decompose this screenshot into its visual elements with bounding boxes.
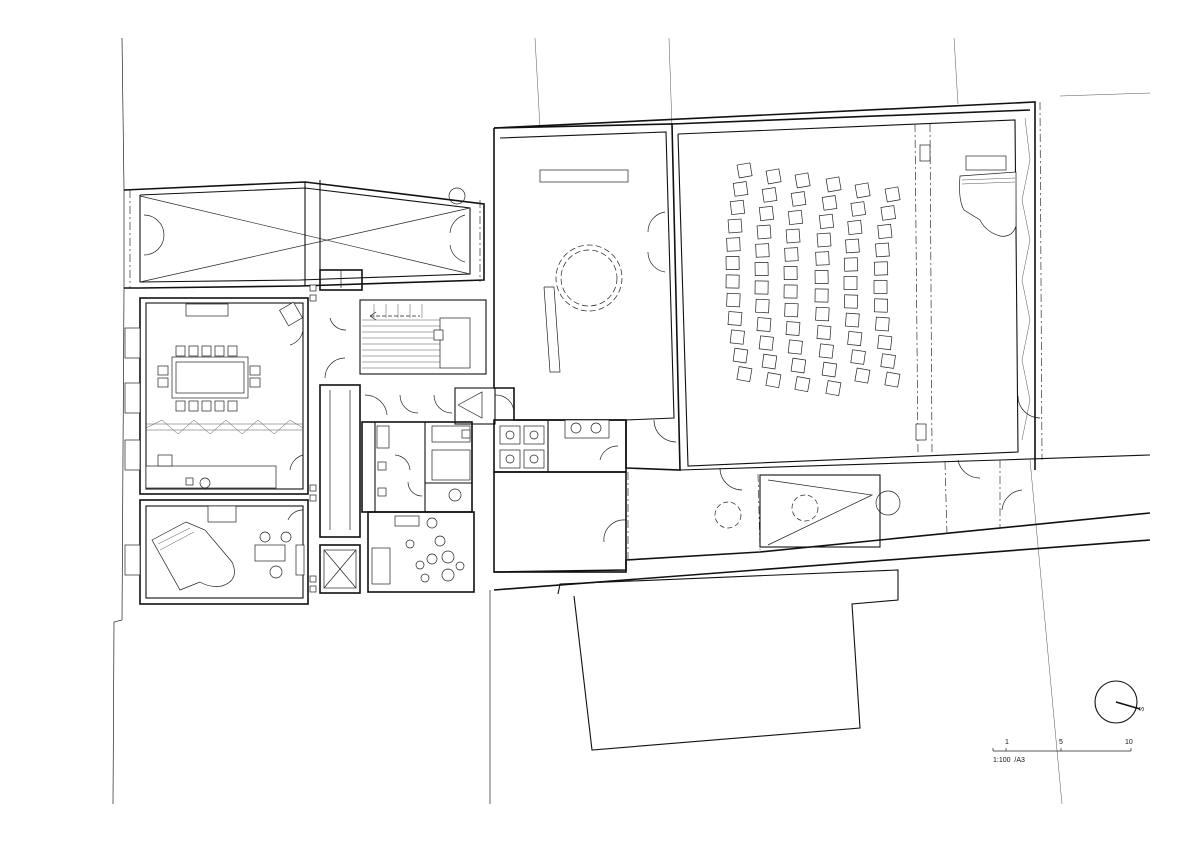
audience-seat: [818, 343, 834, 359]
audience-seat: [814, 270, 829, 284]
foyer: [493, 123, 681, 471]
audience-seat: [877, 335, 893, 351]
lower-service-rooms: [493, 419, 627, 573]
audience-seat: [761, 353, 778, 370]
audience-seat: [847, 219, 863, 235]
audience-seat: [758, 335, 774, 351]
audience-seat: [758, 205, 775, 222]
audience-seat: [790, 357, 807, 374]
audience-seat: [843, 294, 859, 309]
audience-seat: [873, 261, 889, 276]
audience-seating: [725, 162, 901, 397]
scale-caption: 1:100 /A3: [993, 757, 1025, 764]
audience-seat: [783, 284, 798, 299]
audience-seat: [815, 306, 830, 322]
audience-seat: [873, 280, 888, 294]
site-context-lines: [112, 37, 1151, 805]
concert-hall: [493, 101, 1043, 470]
audience-seat: [754, 262, 769, 276]
audience-seat: [725, 256, 740, 270]
audience-seat: [785, 228, 801, 244]
audience-seat: [845, 312, 860, 328]
audience-seat: [794, 172, 811, 189]
audience-seat: [761, 187, 778, 203]
audience-seat: [784, 302, 799, 318]
audience-seat: [783, 266, 798, 280]
lift: [319, 544, 391, 594]
audience-seat: [726, 292, 741, 308]
audience-seat: [880, 205, 897, 221]
audience-seat: [736, 162, 753, 179]
audience-seat: [884, 186, 901, 203]
audience-seat: [736, 366, 753, 383]
audience-seat: [815, 251, 830, 266]
audience-seat: [755, 243, 770, 258]
lower-corridor: [493, 454, 1151, 591]
audience-seat: [875, 242, 890, 258]
audience-seat: [756, 224, 772, 240]
toilets-block: [361, 421, 473, 513]
entry-vestibule: [454, 387, 515, 425]
audience-seat: [790, 191, 807, 207]
audience-seat: [726, 237, 741, 252]
audience-seat: [784, 247, 799, 262]
audience-seat: [755, 298, 770, 314]
audience-seat: [732, 347, 749, 364]
audience-seat: [765, 372, 782, 389]
audience-seat: [873, 298, 889, 313]
audience-seat: [854, 182, 871, 199]
audience-seat: [821, 361, 838, 378]
scale-bar: 1 5 10 1:100 /A3: [992, 739, 1133, 764]
audience-seat: [843, 276, 858, 290]
audience-seat: [877, 223, 893, 239]
audience-seat: [727, 218, 743, 234]
audience-seat: [850, 201, 867, 217]
scale-tick-1: 1: [1005, 739, 1009, 746]
audience-seat: [875, 316, 890, 332]
audience-seat: [725, 274, 740, 289]
audience-seat: [847, 331, 863, 347]
instrument-room: [367, 511, 475, 593]
audience-seat: [732, 181, 749, 197]
audience-seat: [787, 339, 803, 355]
audience-seat: [818, 213, 835, 230]
audience-seat: [787, 209, 804, 226]
north-arrow: S: [1094, 680, 1146, 724]
audience-seat: [765, 168, 782, 185]
audience-seat: [754, 280, 769, 295]
audience-seat: [825, 380, 842, 397]
audience-seat: [816, 232, 832, 248]
stair-core: [309, 269, 487, 593]
meeting-room: [124, 297, 309, 495]
piano-room: [124, 499, 309, 605]
audience-seat: [727, 311, 743, 326]
audience-seat: [816, 325, 832, 340]
entrance-corridor: [123, 180, 485, 289]
grand-piano: [959, 155, 1017, 237]
audience-seat: [756, 317, 772, 332]
basement-outline: [557, 569, 899, 751]
audience-seat: [845, 238, 860, 254]
audience-seat: [850, 349, 866, 365]
audience-seat: [794, 376, 811, 393]
north-arrow-letter: S: [1138, 706, 1146, 713]
audience-seat: [884, 371, 901, 388]
audience-seat: [729, 199, 746, 216]
scale-tick-5: 5: [1059, 739, 1063, 746]
audience-seat: [729, 329, 745, 345]
audience-seat: [814, 288, 829, 303]
audience-seat: [880, 353, 896, 369]
audience-seat: [785, 321, 801, 336]
audience-seat: [825, 176, 842, 193]
audience-seat: [854, 367, 871, 384]
audience-seat: [821, 195, 838, 211]
scale-tick-10: 10: [1125, 739, 1133, 746]
audience-seat: [843, 257, 859, 272]
